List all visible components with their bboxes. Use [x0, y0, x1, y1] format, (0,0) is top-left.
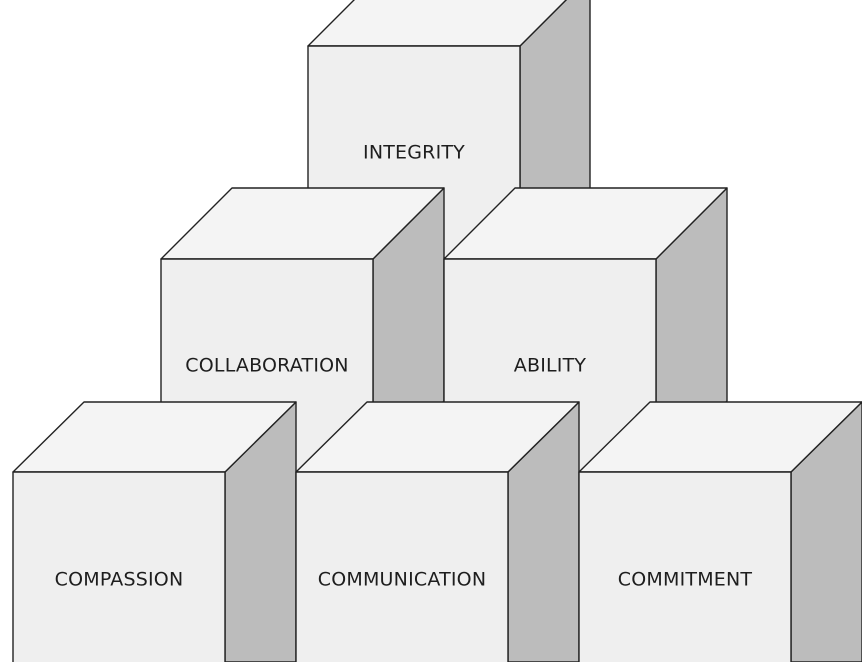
block-commitment: COMMITMENT — [578, 401, 862, 662]
block-commitment-front — [578, 471, 792, 662]
block-compassion-front — [12, 471, 226, 662]
block-collaboration-label: COLLABORATION — [185, 355, 348, 377]
block-integrity-label: INTEGRITY — [363, 142, 465, 164]
block-communication-label: COMMUNICATION — [318, 569, 487, 591]
block-communication: COMMUNICATION — [295, 401, 580, 662]
block-ability-label: ABILITY — [514, 355, 587, 377]
block-communication-front — [295, 471, 509, 662]
block-commitment-label: COMMITMENT — [618, 569, 753, 591]
block-compassion: COMPASSION — [12, 401, 297, 662]
block-compassion-label: COMPASSION — [55, 569, 184, 591]
